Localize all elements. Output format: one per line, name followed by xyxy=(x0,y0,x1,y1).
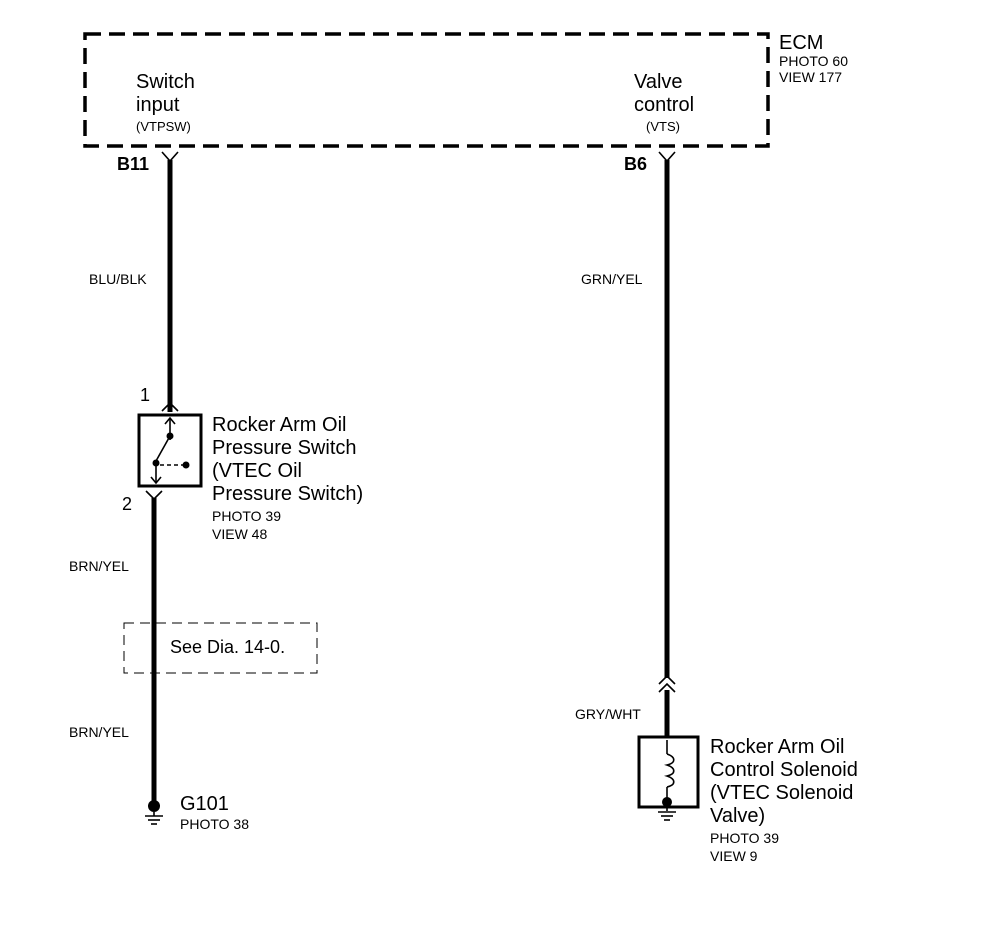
switch-input-signal: (VTPSW) xyxy=(136,119,191,134)
pin-b6: B6 xyxy=(624,154,647,174)
ground-icon xyxy=(145,800,163,825)
switch-input-label: Switch xyxy=(136,71,195,93)
connector-2-icon xyxy=(145,490,163,501)
ecm-view: VIEW 177 xyxy=(779,69,842,85)
valve-control-label: Valve xyxy=(634,71,683,93)
pressure-switch-name-3: (VTEC Oil xyxy=(212,460,302,482)
pin-b11: B11 xyxy=(117,154,149,174)
solenoid-view: VIEW 9 xyxy=(710,848,758,864)
pressure-switch-name-4: Pressure Switch) xyxy=(212,483,363,505)
switch-pin-2: 2 xyxy=(122,494,132,514)
reference-text: See Dia. 14-0. xyxy=(170,637,285,657)
pressure-switch-name-2: Pressure Switch xyxy=(212,437,357,459)
wire-label-brn-yel-lower: BRN/YEL xyxy=(69,724,129,740)
wire-label-grn-yel: GRN/YEL xyxy=(581,271,643,287)
ground-photo: PHOTO 38 xyxy=(180,816,249,832)
pressure-switch-icon xyxy=(150,416,190,485)
switch-input-label-2: input xyxy=(136,94,180,116)
wire-label-gry-wht: GRY/WHT xyxy=(575,706,641,722)
wire-label-blu-blk: BLU/BLK xyxy=(89,271,147,287)
pressure-switch-name: Rocker Arm Oil xyxy=(212,414,346,436)
pressure-switch-box xyxy=(137,413,203,488)
wire-label-brn-yel-upper: BRN/YEL xyxy=(69,558,129,574)
connector-b6-icon xyxy=(658,151,676,163)
reference-text-backdrop xyxy=(164,636,312,660)
solenoid-box xyxy=(637,735,700,809)
connector-b11-icon xyxy=(161,151,179,163)
pressure-switch-view: VIEW 48 xyxy=(212,526,267,542)
solenoid-photo: PHOTO 39 xyxy=(710,830,779,846)
ecm-title: ECM xyxy=(779,32,823,54)
solenoid-coil-icon xyxy=(658,740,676,821)
solenoid-name: Rocker Arm Oil xyxy=(710,736,844,758)
solenoid-name-2: Control Solenoid xyxy=(710,759,858,781)
reference-box xyxy=(123,622,318,674)
valve-control-label-2: control xyxy=(634,94,694,116)
ground-name: G101 xyxy=(180,793,229,815)
solenoid-name-3: (VTEC Solenoid xyxy=(710,782,853,804)
ecm-photo: PHOTO 60 xyxy=(779,53,848,69)
pressure-switch-photo: PHOTO 39 xyxy=(212,508,281,524)
inline-connector-icon xyxy=(658,674,676,693)
solenoid-name-4: Valve) xyxy=(710,805,765,827)
switch-pin-1: 1 xyxy=(140,385,150,405)
ecm-box xyxy=(83,32,770,148)
valve-control-signal: (VTS) xyxy=(646,119,680,134)
